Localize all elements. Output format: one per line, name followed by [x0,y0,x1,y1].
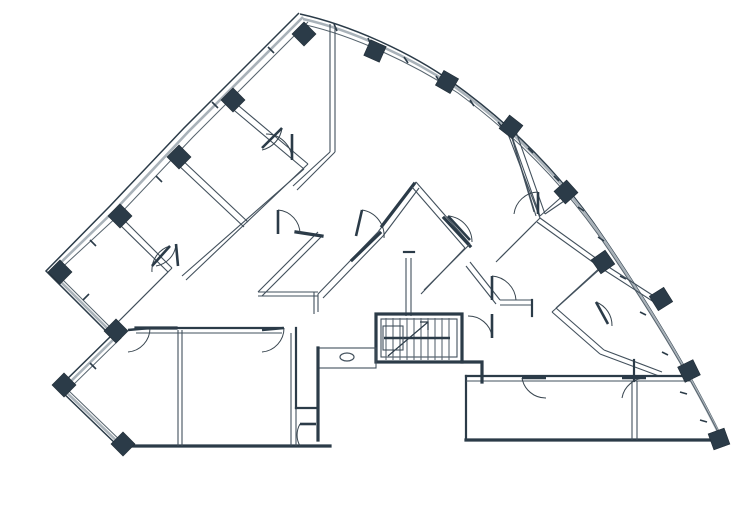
door-core-east [490,275,517,301]
door-southwest-conference [127,326,151,353]
partition-e-back-b [536,221,602,269]
core-diag-ne-a [415,181,471,245]
restroom-outline [317,347,377,369]
door-core-lobby [467,314,494,338]
column-northwest-2 [166,144,192,170]
door-core-nw [276,209,301,235]
stair-core-inner-outline [380,318,458,358]
exterior-curtain-wall-faceted [44,12,309,448]
column-west-3 [103,318,129,344]
door-southeast-1 [521,376,547,399]
curtain-wall-outer-line [299,13,723,439]
rooms-west-perimeter [115,100,309,325]
door-south-open-1 [261,326,285,353]
column-north-2 [434,69,460,95]
core-diag-nw-heavy [349,230,383,263]
north-office-diagonal-inner [296,151,336,191]
column-east-2 [590,249,616,275]
door-west-1 [155,243,180,267]
door-south-open-2 [296,422,316,447]
door-north-office [265,133,294,161]
stair-core [374,312,484,384]
partition-nw-back-inner [181,168,305,277]
column-southeast-1 [677,359,701,383]
partition-e-left-a [507,133,541,219]
partition-ne-1-b [513,125,546,215]
core-diag-nw-b [322,235,384,299]
curtain-wall-glazing-core [302,17,725,443]
partition-nw-1-a [232,100,309,165]
partition-nw-2-b [175,162,245,228]
structural-columns [47,21,731,457]
door-northeast-1 [513,191,540,215]
exterior-curtain-wall-curved [299,13,726,447]
partition-w-1-a [120,216,173,269]
column-east-1 [553,179,579,205]
partition-e-run-a [555,307,605,351]
doors-group [127,127,647,447]
door-core-north [447,215,473,243]
partition-e-lower-b [551,267,602,313]
room-corner-office-north [292,24,336,191]
south-base-walls [120,374,714,448]
column-north-1 [363,39,387,63]
column-northeast-1 [498,114,524,140]
door-core-west [354,209,385,239]
curtain-wall-inner-line [305,24,726,447]
door-northwest-2 [261,127,283,151]
core-diag-lower-a [469,261,501,301]
column-west-2 [47,259,73,285]
partition-nw-2-a [179,157,249,223]
core-diag-ne-heavy [441,215,473,249]
core-south-jog [460,360,484,384]
core-diag-n-b [382,187,420,237]
partition-e-run-d [599,353,660,377]
core-diag-nw-a [317,231,379,295]
core-diag-ne-b [411,186,466,249]
column-north-apex [291,21,317,47]
column-west-1 [107,203,133,229]
core-diag-e-b [420,247,466,295]
column-northwest-1 [220,87,246,113]
stair-core-outline [374,312,464,364]
partition-e-run-b [551,311,601,355]
partition-w-1-b [116,221,169,273]
rooms-southeast [464,358,692,440]
partition-e-1-a [603,263,661,301]
rooms-east-perimeter [495,125,663,377]
core-west-wing-diag-b [261,235,323,297]
column-southwest-corner [110,431,136,457]
core-angled-partitions [257,181,534,318]
faceted-wall-outer-line [44,12,300,448]
faceted-wall-mullions [82,46,275,370]
core-west-wing-diag [257,231,319,293]
stair-landing [382,325,404,351]
faceted-wall-glazing-core [49,16,304,447]
partition-e-1-b [600,267,658,305]
north-office-diagonal [292,151,331,187]
restroom-area [316,346,377,442]
door-southeast-2 [621,376,647,399]
partition-e-door-wall-b [495,221,537,263]
partition-ne-1-a [508,127,541,217]
column-west-4 [51,372,77,398]
column-southeast-corner [707,427,731,451]
column-east-3 [648,286,674,312]
door-northwest-1 [151,245,171,273]
rooms-southwest [134,326,320,446]
core-diag-n-heavy [379,181,417,229]
partition-w-back-inner [115,271,169,325]
plumbing-fixture-icon [339,352,355,362]
partition-e-back-a [539,217,605,265]
door-east-1 [594,301,613,327]
curtain-wall-mullions [333,23,708,423]
